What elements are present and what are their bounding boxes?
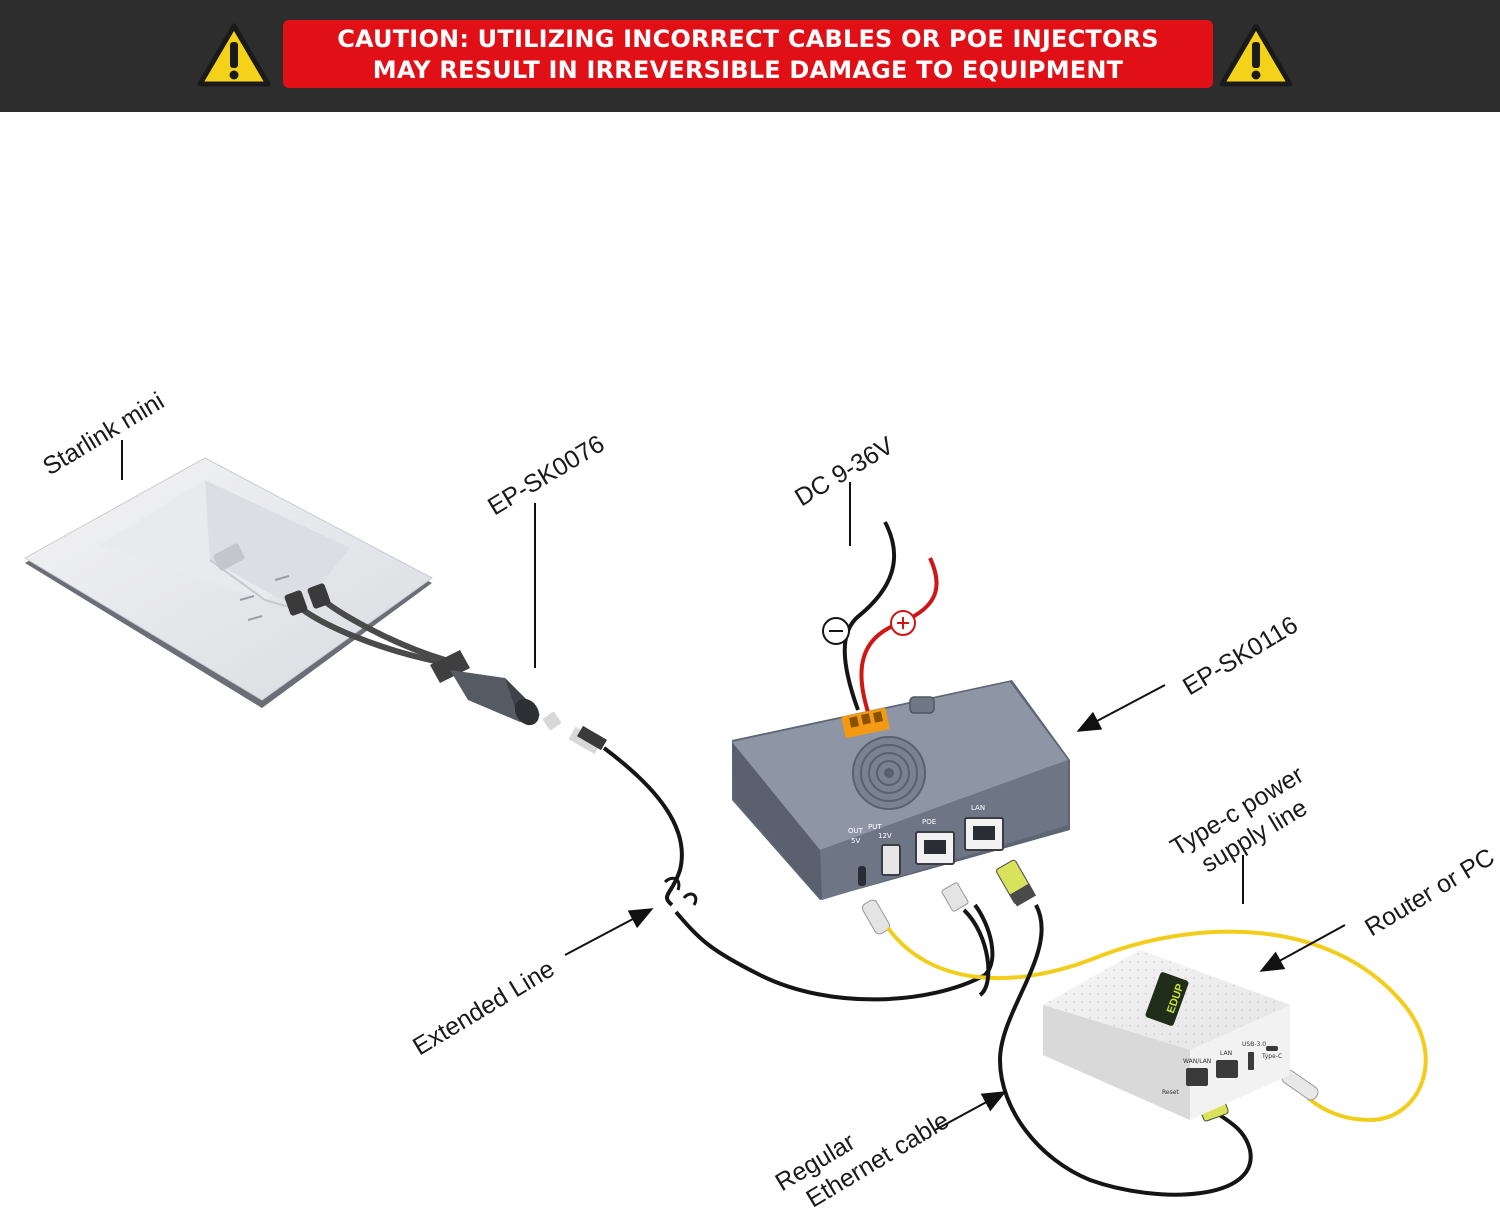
out-label: OUT — [848, 827, 864, 835]
diagram-drawing: OUT PUT 5V 12V POE LAN — [23, 440, 1428, 1197]
warning-triangle-icon — [197, 23, 271, 87]
dish-cable — [284, 583, 446, 665]
injector-plugs — [861, 859, 1037, 935]
caution-message: CAUTION: UTILIZING INCORRECT CABLES OR P… — [283, 20, 1213, 88]
router-wanlan-label: WAN/LAN — [1183, 1058, 1211, 1065]
connection-diagram: OUT PUT 5V 12V POE LAN — [0, 112, 1500, 1223]
router-usb-port — [1248, 1052, 1254, 1070]
leader-lines — [121, 440, 1346, 1131]
warning-triangle-icon — [1219, 23, 1293, 87]
starlink-mini-dish — [23, 457, 433, 708]
dc-power-wires — [822, 521, 939, 713]
poe-port-label: POE — [922, 818, 936, 826]
router-reset-label: Reset — [1162, 1089, 1179, 1096]
put-label: PUT — [868, 823, 882, 831]
router-lan-label: LAN — [1220, 1050, 1232, 1057]
router-typec-label: Type-C — [1261, 1053, 1282, 1060]
power-button-icon — [909, 696, 935, 714]
warning-banner: CAUTION: UTILIZING INCORRECT CABLES OR P… — [0, 0, 1500, 112]
5v-label: 5V — [851, 837, 860, 845]
router-lan-port — [1216, 1060, 1238, 1078]
router-usb-label: USB-3.0 — [1242, 1041, 1266, 1048]
12v-label: 12V — [878, 832, 892, 840]
extended-line-cable — [568, 725, 995, 1002]
router-typec-port — [1266, 1046, 1278, 1051]
router-wan-port — [1186, 1068, 1208, 1086]
usb-c-port — [858, 866, 866, 886]
router-device: EDUP WAN/LAN LAN USB-3.0 Type-C Reset — [1043, 950, 1290, 1120]
caution-line-1: CAUTION: UTILIZING INCORRECT CABLES OR P… — [337, 25, 1159, 53]
lan-port-label: LAN — [971, 804, 985, 812]
ep-sk0116-injector: OUT PUT 5V 12V POE LAN — [732, 680, 1070, 900]
ep-sk0076-adapter — [430, 650, 561, 730]
caution-line-2: MAY RESULT IN IRREVERSIBLE DAMAGE TO EQU… — [372, 56, 1124, 84]
usb-a-port — [881, 844, 901, 876]
